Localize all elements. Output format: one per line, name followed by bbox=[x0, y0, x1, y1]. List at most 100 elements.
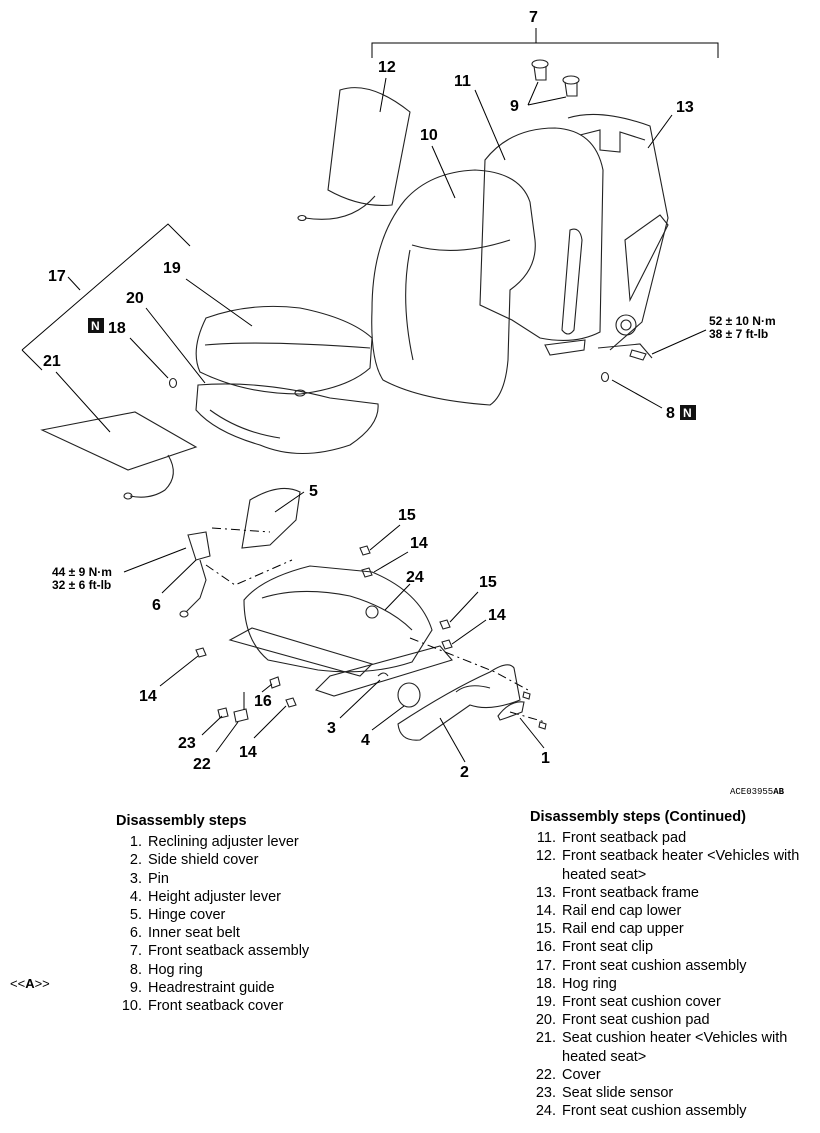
step-text: Hinge cover bbox=[148, 907, 226, 924]
step-number: 12. bbox=[535, 848, 556, 865]
figure-code-suffix: AB bbox=[773, 787, 785, 797]
callout-18: 18 bbox=[108, 320, 126, 337]
callout-19: 19 bbox=[163, 260, 181, 277]
torque-lower-ftlb: 32 ± 6 ft-lb bbox=[52, 578, 111, 592]
step-item: 12. Front seatback heater <Vehicles with … bbox=[530, 847, 816, 883]
new-part-mark-18: N bbox=[91, 319, 100, 333]
step-item: 2.Side shield cover bbox=[116, 851, 436, 869]
step-item: 1.Reclining adjuster lever bbox=[116, 833, 436, 851]
callout-15a: 15 bbox=[398, 507, 416, 524]
callout-14a: 14 bbox=[410, 535, 428, 552]
callout-11: 11 bbox=[454, 73, 471, 90]
new-part-badge-18 bbox=[88, 318, 104, 333]
step-text: Inner seat belt bbox=[148, 925, 240, 942]
cushion-cover bbox=[195, 305, 373, 397]
new-part-badge-8 bbox=[680, 405, 696, 420]
hinge-cover bbox=[241, 487, 301, 549]
step-item: 9.Headrestraint guide bbox=[116, 979, 436, 997]
hog-ring-8 bbox=[600, 371, 610, 383]
seat-clip bbox=[269, 676, 281, 689]
callout-10: 10 bbox=[420, 127, 438, 144]
step-item: 15. Rail end cap upper bbox=[530, 920, 816, 938]
steps-heading-continued: Disassembly steps (Continued) bbox=[530, 809, 746, 825]
cushion-frame bbox=[228, 565, 453, 697]
step-number: 20. bbox=[535, 1012, 556, 1029]
step-text: Seat cushion heater <Vehicles with heate… bbox=[562, 1030, 788, 1065]
callout-17: 17 bbox=[48, 268, 66, 285]
step-text: Front seat cushion pad bbox=[562, 1012, 710, 1029]
steps-heading: Disassembly steps bbox=[116, 813, 247, 829]
callout-23: 23 bbox=[178, 735, 196, 752]
step-number: 1. bbox=[129, 834, 142, 851]
step-number: 22. bbox=[535, 1066, 556, 1083]
callout-14d: 14 bbox=[239, 744, 257, 761]
step-item: 23.Seat slide sensor bbox=[530, 1084, 816, 1102]
seatback-frame bbox=[567, 113, 669, 359]
callout-2: 2 bbox=[460, 764, 469, 781]
reclining-adjuster-lever bbox=[497, 691, 547, 730]
step-text: Seat slide sensor bbox=[562, 1085, 674, 1102]
callout-5: 5 bbox=[309, 483, 318, 500]
torque-upper-nm: 52 ± 10 N·m bbox=[709, 314, 776, 328]
step-number: 3. bbox=[129, 870, 142, 887]
pin bbox=[377, 672, 389, 677]
torque-lower-nm: 44 ± 9 N·m bbox=[52, 565, 112, 579]
disassembly-steps-left: Disassembly steps 1.Reclining adjuster l… bbox=[116, 812, 436, 1015]
figure-code: ACE03955AB bbox=[730, 787, 784, 797]
step-item: 21. Seat cushion heater <Vehicles with he… bbox=[530, 1029, 816, 1065]
step-number: 4. bbox=[129, 888, 142, 905]
callout-21: 21 bbox=[43, 353, 61, 370]
step-text: Front seatback frame bbox=[562, 884, 699, 901]
disassembly-steps-right: Disassembly steps (Continued) 11.Front s… bbox=[530, 808, 816, 1120]
step-number: 21. bbox=[535, 1030, 556, 1047]
step-item: 6. Inner seat belt bbox=[116, 924, 436, 942]
step-item: 16.Front seat clip bbox=[530, 938, 816, 956]
step-number: 15. bbox=[535, 921, 556, 938]
step-item: 18. Hog ring bbox=[530, 975, 816, 993]
callout-13: 13 bbox=[676, 99, 694, 116]
callout-14c: 14 bbox=[139, 688, 157, 705]
callout-12: 12 bbox=[378, 59, 396, 76]
step-text: Pin bbox=[148, 870, 169, 887]
step-text: Rail end cap upper bbox=[562, 921, 684, 938]
callout-14b: 14 bbox=[488, 607, 506, 624]
step-number: 13. bbox=[535, 884, 556, 901]
rail-end-caps bbox=[195, 545, 453, 708]
service-ref-suffix: >> bbox=[34, 976, 50, 991]
step-text: Rail end cap lower bbox=[562, 903, 682, 920]
headrestraint-guides bbox=[531, 59, 580, 97]
step-number: 24. bbox=[535, 1103, 556, 1120]
step-text: Front seatback assembly bbox=[148, 943, 310, 960]
inner-seat-belt bbox=[179, 531, 211, 618]
callout-4: 4 bbox=[361, 732, 370, 749]
callout-16: 16 bbox=[254, 693, 272, 710]
step-text: Hog ring bbox=[562, 975, 617, 992]
slide-sensor-and-cover bbox=[217, 707, 249, 723]
step-number: 9. bbox=[129, 979, 142, 996]
step-number: 6. bbox=[129, 925, 142, 942]
step-text: Front seatback pad bbox=[562, 830, 687, 847]
cushion-heater bbox=[40, 411, 198, 500]
step-number: 17. bbox=[535, 957, 556, 974]
callout-6: 6 bbox=[152, 597, 161, 614]
step-text: Front seatback heater <Vehicles with hea… bbox=[562, 848, 800, 883]
service-ref-prefix: << bbox=[10, 976, 26, 991]
step-text: Front seatback cover bbox=[148, 998, 284, 1015]
side-shield-cover bbox=[397, 664, 521, 741]
step-text: Front seat cushion cover bbox=[562, 994, 721, 1011]
callout-7: 7 bbox=[529, 9, 538, 26]
callout-9: 9 bbox=[510, 98, 519, 115]
step-item: 5. Hinge cover bbox=[116, 906, 436, 924]
step-item: 22.Cover bbox=[530, 1066, 816, 1084]
step-item: 4.Height adjuster lever bbox=[116, 888, 436, 906]
step-number: 5. bbox=[129, 907, 142, 924]
step-text: Front seat cushion assembly bbox=[562, 957, 747, 974]
callout-24: 24 bbox=[406, 569, 424, 586]
cushion-bracket bbox=[21, 223, 191, 371]
step-number: 18. bbox=[535, 975, 556, 992]
step-item: 3. Pin bbox=[116, 870, 436, 888]
step-text: Hog ring bbox=[148, 961, 203, 978]
service-ref-letter: A bbox=[25, 976, 35, 991]
step-item: 24.Front seat cushion assembly bbox=[530, 1102, 816, 1120]
step-item: 14.Rail end cap lower bbox=[530, 902, 816, 920]
